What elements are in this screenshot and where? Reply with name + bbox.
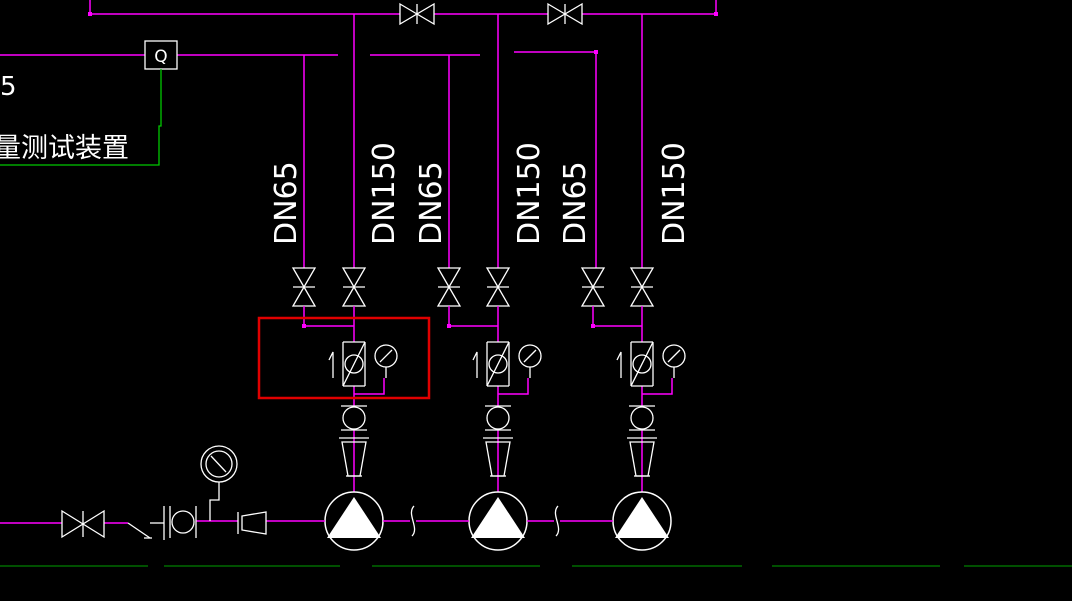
break-mark-icon — [554, 505, 560, 537]
gate-valve-icon — [436, 267, 462, 307]
pipe-size-label: DN65 — [414, 161, 449, 245]
gate-valve-icon — [61, 509, 105, 539]
pump-group-3 — [580, 267, 686, 551]
pipe-size-label: DN150 — [512, 142, 547, 245]
reducer-icon — [341, 441, 367, 477]
flexible-joint-icon — [627, 405, 657, 439]
check-valve-icon — [328, 341, 366, 387]
break-mark-icon — [410, 505, 416, 537]
gate-valve-icon — [580, 267, 606, 307]
pressure-gauge-icon — [374, 344, 398, 378]
reducer-icon — [237, 511, 267, 535]
gate-valve-icon — [399, 2, 435, 26]
flexible-joint-icon — [339, 405, 369, 439]
gate-valve-icon — [485, 267, 511, 307]
gate-valve-icon — [291, 267, 317, 307]
check-valve-icon — [127, 506, 165, 540]
gate-valve-icon — [547, 2, 583, 26]
pipe-node — [88, 12, 92, 16]
top-header-pipe — [89, 0, 717, 15]
reducer-icon — [485, 441, 511, 477]
pipe-node — [594, 50, 598, 54]
pressure-gauge-icon — [200, 445, 238, 521]
pipe-size-label: DN150 — [367, 142, 402, 245]
left-edge-fragment: 5 — [0, 72, 17, 102]
gate-valve-icon — [341, 267, 367, 307]
suction-pipe — [0, 520, 613, 524]
pipe-size-label: DN65 — [269, 161, 304, 245]
pressure-gauge-icon — [518, 344, 542, 378]
check-valve-icon — [616, 341, 654, 387]
pipe-size-label: DN65 — [558, 161, 593, 245]
check-valve-icon — [472, 341, 510, 387]
device-text: 量测试装置 — [0, 133, 129, 164]
flexible-joint-icon — [483, 405, 513, 439]
flow-meter-tag: Q — [154, 47, 167, 67]
gate-valve-icon — [629, 267, 655, 307]
pump-group-1 — [291, 267, 398, 551]
highlight-box — [257, 316, 431, 400]
flexible-joint-icon — [169, 506, 197, 538]
signal-line — [0, 69, 162, 166]
pipe-size-label: DN150 — [657, 142, 692, 245]
pressure-gauge-icon — [662, 344, 686, 378]
riser-pipes — [303, 14, 643, 268]
reducer-icon — [629, 441, 655, 477]
pipe-node — [714, 12, 718, 16]
test-return-pipe — [0, 51, 597, 268]
